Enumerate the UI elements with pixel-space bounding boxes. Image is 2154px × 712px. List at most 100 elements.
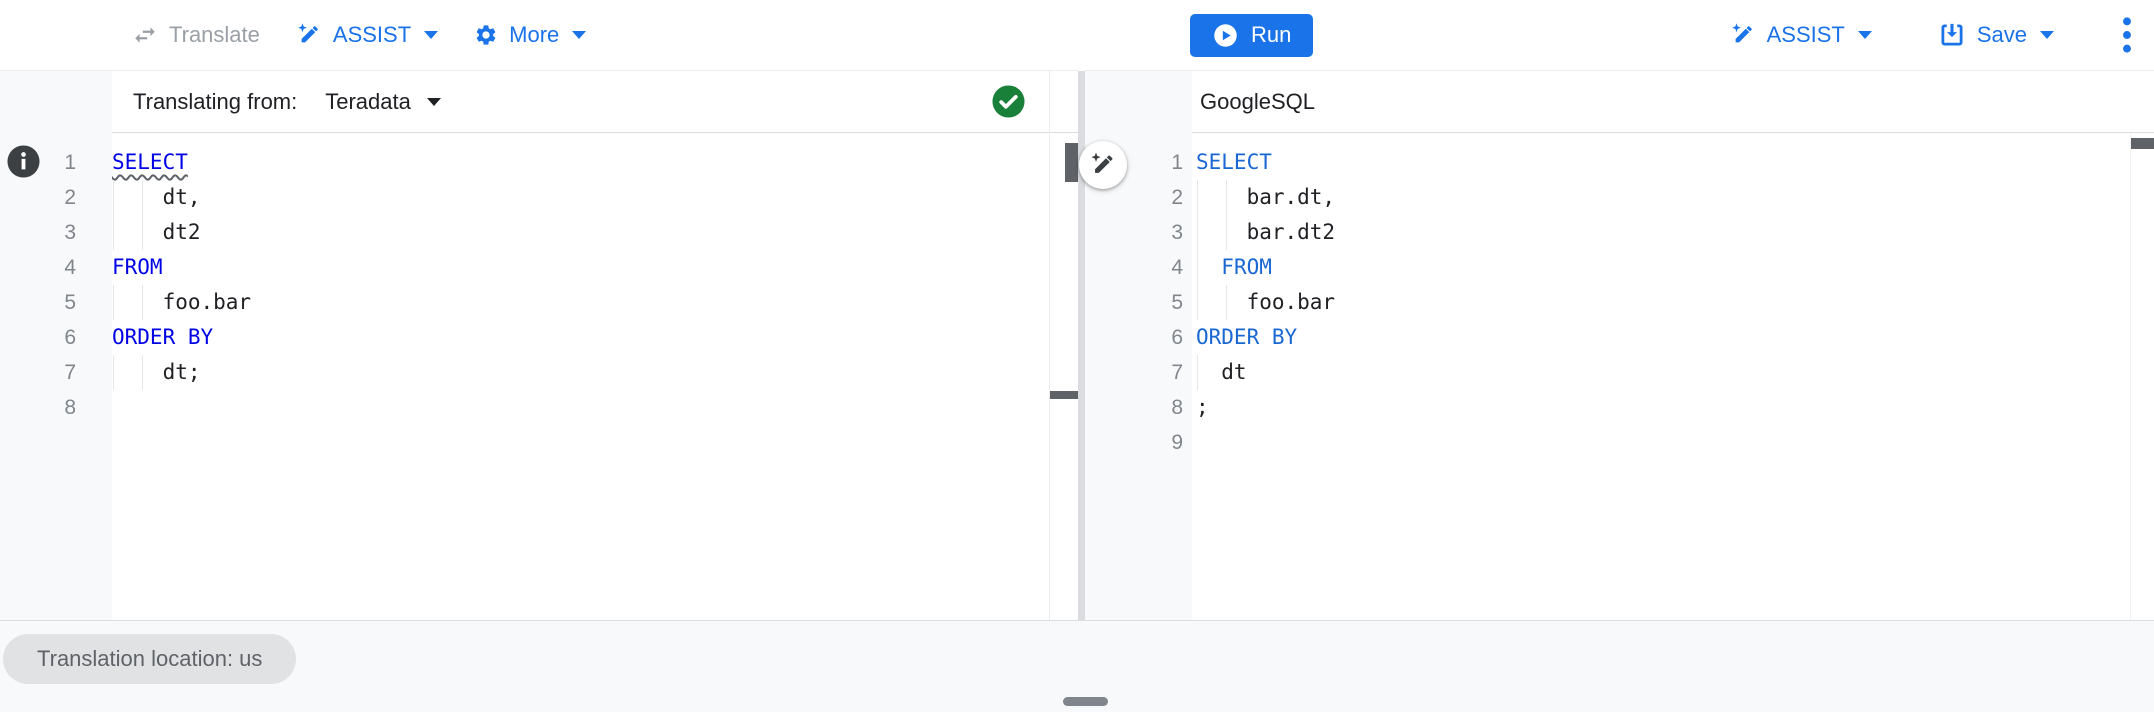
target-pane: Run ASSIST bbox=[1079, 0, 2154, 620]
target-scrollbar-track bbox=[2130, 133, 2131, 620]
code-line bbox=[112, 390, 1048, 425]
sql-keyword: ORDER BY bbox=[1196, 325, 1298, 349]
sql-text: bar.dt2 bbox=[1196, 220, 1336, 244]
line-number: 8 bbox=[1171, 396, 1183, 419]
sql-keyword: SELECT bbox=[1196, 150, 1272, 174]
line-number: 7 bbox=[64, 361, 76, 384]
line-number: 3 bbox=[64, 221, 76, 244]
source-line-numbers: 1 2 3 4 5 6 7 8 bbox=[0, 71, 112, 425]
line-number: 1 bbox=[1171, 151, 1183, 174]
info-icon[interactable] bbox=[6, 144, 41, 179]
code-line: ORDER BY bbox=[1196, 320, 2128, 355]
sql-text: dt2 bbox=[112, 220, 201, 244]
source-editor-gutter: 1 2 3 4 5 6 7 8 bbox=[0, 71, 112, 620]
target-language-bar: GoogleSQL bbox=[1192, 71, 2154, 133]
sql-text: foo.bar bbox=[1196, 290, 1336, 314]
indent-guide bbox=[1197, 285, 1198, 320]
assist-button-label: ASSIST bbox=[1766, 22, 1845, 47]
more-button[interactable]: More bbox=[474, 22, 587, 48]
code-line: ; bbox=[1196, 390, 2128, 425]
line-number: 5 bbox=[1171, 291, 1183, 314]
code-line: dt2 bbox=[112, 215, 1048, 250]
line-number: 9 bbox=[1171, 431, 1183, 454]
indent-guide bbox=[1197, 180, 1198, 215]
chevron-down-icon bbox=[426, 97, 441, 106]
source-dialect-dropdown[interactable]: Teradata bbox=[325, 89, 441, 115]
code-line: ORDER BY bbox=[112, 320, 1048, 355]
line-number: 6 bbox=[1171, 326, 1183, 349]
indent-guide bbox=[142, 285, 143, 320]
more-button-label: More bbox=[509, 22, 560, 47]
line-number: 4 bbox=[1171, 256, 1183, 279]
line-number: 2 bbox=[64, 186, 76, 209]
assist-button-source[interactable]: ASSIST bbox=[296, 22, 439, 48]
sql-text: dt; bbox=[112, 360, 201, 384]
pane-splitter[interactable] bbox=[1078, 71, 1085, 620]
source-toolbar: Translate ASSIST More bbox=[0, 0, 1078, 71]
overflow-menu-button[interactable] bbox=[2120, 16, 2134, 54]
gear-icon bbox=[474, 23, 498, 47]
sql-text: dt bbox=[1196, 360, 1247, 384]
line-number: 7 bbox=[1171, 361, 1183, 384]
target-scrollbar-thumb[interactable] bbox=[2131, 138, 2154, 149]
source-pane: Translate ASSIST More bbox=[0, 0, 1078, 620]
translate-button-label: Translate bbox=[169, 22, 260, 47]
assist-wand-button[interactable] bbox=[1079, 141, 1127, 189]
line-number: 6 bbox=[64, 326, 76, 349]
indent-guide bbox=[1197, 250, 1198, 285]
code-line: foo.bar bbox=[1196, 285, 2128, 320]
panel-resize-handle[interactable] bbox=[1063, 697, 1108, 706]
assist-button-label: ASSIST bbox=[332, 22, 412, 47]
swap-arrows-icon bbox=[132, 22, 158, 48]
indent-guide bbox=[1226, 180, 1227, 215]
magic-pen-icon bbox=[1089, 151, 1117, 179]
indent-guide bbox=[1197, 355, 1198, 390]
source-scrollbar-track bbox=[1049, 71, 1050, 620]
translate-button[interactable]: Translate bbox=[132, 22, 260, 48]
code-line bbox=[1196, 425, 2128, 460]
chevron-down-icon bbox=[1857, 31, 1872, 39]
indent-guide bbox=[142, 355, 143, 390]
code-line: FROM bbox=[112, 250, 1048, 285]
indent-guide bbox=[113, 285, 114, 320]
target-toolbar: Run ASSIST bbox=[1085, 0, 2154, 71]
sql-text: dt, bbox=[112, 185, 201, 209]
status-bar: Translation location: us bbox=[0, 620, 2154, 712]
sql-text: foo.bar bbox=[112, 290, 252, 314]
line-number: 8 bbox=[64, 396, 76, 419]
code-line: SELECT bbox=[112, 145, 1048, 180]
code-line: dt; bbox=[112, 355, 1048, 390]
sql-text: ; bbox=[1196, 395, 1209, 419]
sql-text: bar.dt, bbox=[1196, 185, 1336, 209]
chevron-down-icon bbox=[2040, 31, 2054, 39]
line-number: 5 bbox=[64, 291, 76, 314]
chevron-down-icon bbox=[572, 31, 587, 39]
code-line: dt, bbox=[112, 180, 1048, 215]
save-button[interactable]: Save bbox=[1938, 21, 2054, 49]
source-scrollbar-thumb[interactable] bbox=[1065, 143, 1078, 182]
source-scroll-marker bbox=[1050, 391, 1078, 399]
sql-text bbox=[1196, 255, 1221, 279]
translation-location-chip: Translation location: us bbox=[3, 634, 297, 684]
code-line: dt bbox=[1196, 355, 2128, 390]
assist-button-target[interactable]: ASSIST bbox=[1730, 22, 1872, 48]
line-number: 1 bbox=[64, 151, 76, 174]
sql-keyword: FROM bbox=[1221, 255, 1272, 279]
target-dialect-label: GoogleSQL bbox=[1200, 88, 1315, 114]
indent-guide bbox=[1226, 285, 1227, 320]
indent-guide bbox=[1226, 215, 1227, 250]
code-line: FROM bbox=[1196, 250, 2128, 285]
sql-keyword: ORDER BY bbox=[112, 325, 214, 349]
code-line: bar.dt, bbox=[1196, 180, 2128, 215]
code-line: foo.bar bbox=[112, 285, 1048, 320]
indent-guide bbox=[142, 215, 143, 250]
save-button-label: Save bbox=[1976, 22, 2027, 47]
line-number: 4 bbox=[64, 256, 76, 279]
kebab-menu-icon bbox=[2120, 16, 2134, 54]
run-button-label: Run bbox=[1251, 22, 1292, 47]
translating-from-label: Translating from: bbox=[133, 88, 298, 114]
run-button[interactable]: Run bbox=[1190, 13, 1314, 57]
